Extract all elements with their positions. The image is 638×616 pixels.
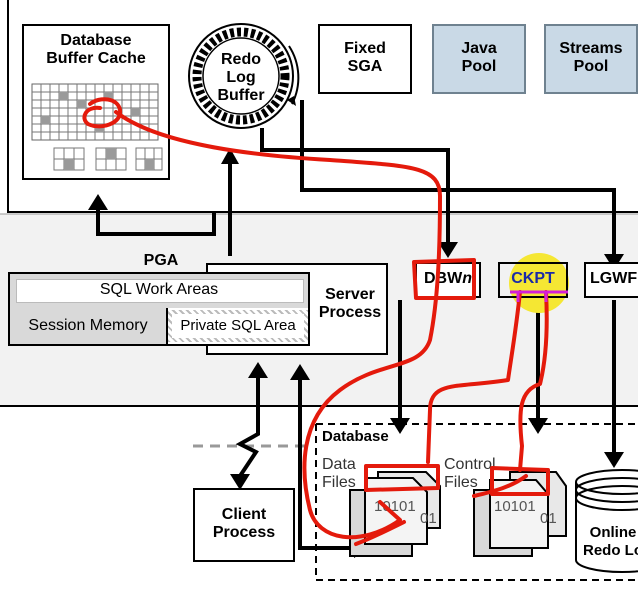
annotation-ckpt-path-left [426,290,522,464]
buffer-cache-grid [31,83,163,171]
private-sql-area-inner [172,314,304,338]
server-process-label: Server Process [318,286,382,321]
private-sql-area-label: Private SQL Area [180,317,296,334]
data-files-label: Data Files [322,456,356,491]
online-redo-cylinder [575,469,638,573]
control-files-label: Control Files [444,456,496,491]
redo-ring [188,23,300,129]
redo-log-buffer-label: Redo Log Buffer [217,51,265,104]
session-memory-label: Session Memory [28,317,148,334]
annotation-ckpt-path-right [518,290,549,472]
fixed-sga-box [318,24,412,94]
lgwr-box [584,262,638,298]
buffer-cache-label: Database Buffer Cache [46,32,146,67]
sql-work-areas-box [16,279,304,303]
annotation-dbwn-box [412,258,476,300]
client-process-label: Client Process [212,506,276,541]
sga-boundary [7,0,638,213]
annotation-data-path [114,110,442,540]
java-pool-label: Java Pool [461,40,497,75]
control-bits-side: 01 [540,510,557,527]
data-bits-side: 01 [420,510,437,527]
annotation-datafile-box [364,464,440,492]
online-redo-label: Online Redo Lo [583,524,638,559]
dbwn-prefix: DBW [424,270,463,287]
database-title: Database [322,428,389,445]
annotation-cache-loop [82,97,123,129]
annotation-controlfile-box [490,466,550,496]
fixed-sga-label: Fixed SGA [344,40,386,75]
streams-pool-label: Streams Pool [559,40,623,75]
ckpt-label: CKPT [511,270,555,287]
dbwn-box [415,262,481,298]
dbwn-suffix: n [462,270,472,287]
flow-arrows [96,100,616,550]
sql-work-areas-label: SQL Work Areas [99,281,219,298]
control-bits-main: 10101 [494,498,536,515]
ckpt-highlight [509,253,569,313]
lgwr-label: LGWF [590,270,638,287]
client-process-box [193,488,295,562]
annotation-datafile-scribble [354,520,406,546]
ckpt-box [498,262,568,298]
data-bits-main: 10101 [374,498,416,515]
dbwn-label: DBWn [415,270,481,288]
buffer-cache-box [22,24,170,180]
database-region [315,424,638,581]
control-file-pages [473,471,567,557]
annotation-controlfile-tail [472,474,528,498]
pga-title: PGA [143,252,179,269]
ckpt-magenta-mark [510,290,568,302]
session-memory-box [10,308,168,344]
arrowheads [88,148,624,558]
streams-pool-box [544,24,638,94]
java-pool-box [432,24,526,94]
